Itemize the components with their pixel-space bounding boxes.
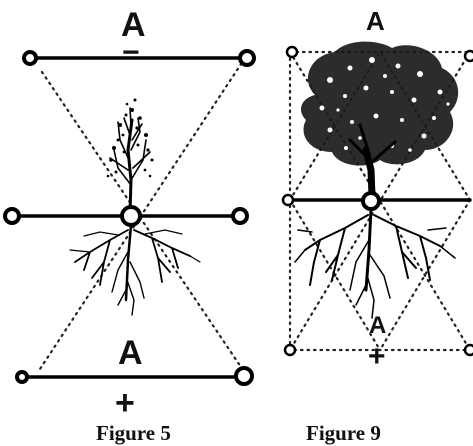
dotted-diagonal-line bbox=[40, 70, 245, 372]
top-label: A bbox=[366, 6, 385, 36]
bottom-left-node bbox=[15, 370, 29, 384]
tree-roots bbox=[294, 207, 456, 319]
leaf-specks bbox=[106, 98, 154, 178]
figure-9: A bbox=[281, 6, 473, 445]
top-left-node bbox=[285, 45, 299, 59]
bottom-left-node bbox=[283, 343, 297, 357]
center-node bbox=[120, 205, 142, 227]
middle-right-node bbox=[231, 207, 249, 225]
sapling-roots bbox=[69, 223, 201, 316]
top-label: A bbox=[121, 6, 146, 44]
bottom-sign: + bbox=[368, 340, 386, 373]
bottom-label: A bbox=[369, 312, 386, 339]
bottom-sign: + bbox=[115, 384, 135, 422]
figure-caption: Figure 5 bbox=[96, 421, 171, 445]
top-sign: − bbox=[122, 36, 140, 69]
bottom-label: A bbox=[118, 334, 143, 372]
middle-left-node bbox=[281, 193, 295, 207]
top-right-node bbox=[238, 49, 256, 67]
top-left-node bbox=[22, 50, 38, 66]
bottom-right-node bbox=[234, 366, 254, 386]
tree-branch bbox=[348, 123, 397, 164]
bottom-right-node bbox=[463, 343, 473, 357]
sapling-crown bbox=[106, 98, 154, 215]
center-node bbox=[361, 191, 381, 211]
tree-crown bbox=[300, 41, 459, 166]
figure-5: A − bbox=[3, 6, 256, 445]
figure-caption: Figure 9 bbox=[306, 421, 381, 445]
top-right-node bbox=[463, 49, 473, 63]
middle-left-node bbox=[3, 207, 21, 225]
